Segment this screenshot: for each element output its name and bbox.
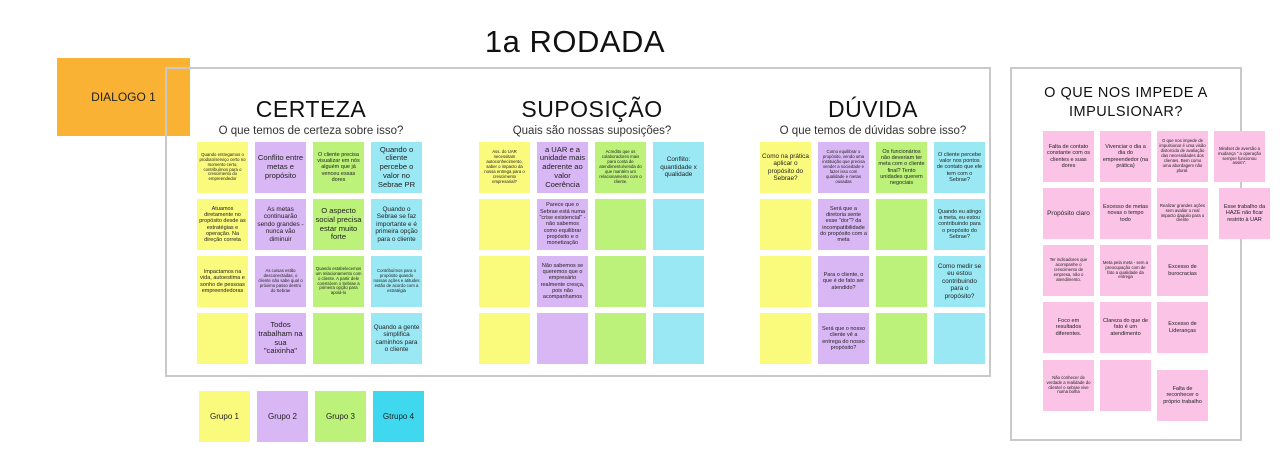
sticky-note[interactable]: Como na prática aplicar o propósito do S… xyxy=(760,142,811,193)
sticky-note-empty[interactable] xyxy=(595,256,646,307)
dialogo-label: DIALOGO 1 xyxy=(91,90,156,104)
sticky-note[interactable]: Os funcionários não deveriam ter meta co… xyxy=(876,142,927,193)
sticky-note[interactable]: O cliente percebe valor nos pontos de co… xyxy=(934,142,985,193)
sticky-note[interactable]: Conflito entre metas e propósito xyxy=(255,142,306,193)
suposicao-title: SUPOSIÇÃO xyxy=(521,96,663,122)
sticky-note[interactable]: Contribuímos para o propósito quando nos… xyxy=(371,256,422,307)
sticky-note[interactable]: Meta pela meta - sem a preocupação com d… xyxy=(1100,245,1151,296)
sticky-note[interactable]: Acredito que os colaboradores mais para … xyxy=(595,142,646,193)
sticky-note[interactable]: Todos trabalham na sua "caixinha" xyxy=(255,313,306,364)
sticky-note[interactable]: a UAR e a unidade mais aderente ao valor… xyxy=(537,142,588,193)
sticky-note[interactable]: O cliente precisa visualizar em nós algu… xyxy=(313,142,364,193)
sticky-note[interactable]: Quando entregamos o produto/serviço cert… xyxy=(197,142,248,193)
sticky-note-empty[interactable] xyxy=(653,199,704,250)
certeza-subtitle: O que temos de certeza sobre isso? xyxy=(218,125,404,137)
sticky-note-empty[interactable] xyxy=(479,313,530,364)
legend-label: Grupo 3 xyxy=(326,412,355,421)
sticky-note[interactable]: Excesso de Lideranças xyxy=(1157,302,1208,353)
sticky-note-empty[interactable] xyxy=(479,199,530,250)
dialogo-sticky[interactable]: DIALOGO 1 xyxy=(57,58,190,136)
page-title: 1a RODADA xyxy=(484,24,666,59)
sticky-note[interactable]: Não conhecer de verdade a realidade do c… xyxy=(1043,360,1094,411)
sticky-note-empty[interactable] xyxy=(760,256,811,307)
sticky-note[interactable]: Conflito: quantidade x qualidade xyxy=(653,142,704,193)
sticky-note-empty[interactable] xyxy=(876,313,927,364)
legend-grupo-3[interactable]: Grupo 3 xyxy=(315,391,366,442)
sticky-note-empty[interactable] xyxy=(760,199,811,250)
impede-title: O QUE NOS IMPEDE A IMPULSIONAR? xyxy=(1044,85,1208,120)
sticky-note[interactable]: Impactamos na vida, autoestima e sonho d… xyxy=(197,256,248,307)
sticky-note[interactable]: Quando estabelecemos um relacionamento c… xyxy=(313,256,364,307)
sticky-note[interactable]: Foco em resultados diferentes. xyxy=(1043,302,1094,353)
sticky-note[interactable]: Quando o Sebrae se faz importante e é pr… xyxy=(371,199,422,250)
sticky-note[interactable]: Quando a gente simplifica caminhos para … xyxy=(371,313,422,364)
certeza-title: CERTEZA xyxy=(255,96,367,122)
sticky-note[interactable]: Propósito claro xyxy=(1043,188,1094,239)
sticky-note[interactable]: As coisas estão desconectadas, o cliente… xyxy=(255,256,306,307)
sticky-note[interactable]: Quando o cliente percebe o valor no Sebr… xyxy=(371,142,422,193)
legend-grupo-1[interactable]: Grupo 1 xyxy=(199,391,250,442)
sticky-note-empty[interactable] xyxy=(197,313,248,364)
duvida-title: DÚVIDA xyxy=(828,96,918,122)
suposicao-subtitle: Quais são nossas suposições? xyxy=(512,125,672,137)
sticky-note[interactable]: Excesso de metas novas o tempo todo xyxy=(1100,188,1151,239)
sticky-note[interactable]: Parece que o Sebrae está numa "crise exi… xyxy=(537,199,588,250)
legend-grupo-2[interactable]: Grupo 2 xyxy=(257,391,308,442)
legend-label: Grupo 2 xyxy=(268,412,297,421)
sticky-note[interactable]: Não sabemos se queremos que o empresário… xyxy=(537,256,588,307)
sticky-note[interactable]: Quando eu atingo a meta, eu estou contri… xyxy=(934,199,985,250)
sticky-note[interactable]: O que nos impede de impulsionar é uma vi… xyxy=(1157,131,1208,182)
sticky-note-empty[interactable] xyxy=(537,313,588,364)
sticky-note[interactable]: Falta de reconhecer o próprio trabalho xyxy=(1157,370,1208,421)
sticky-note-empty[interactable] xyxy=(876,256,927,307)
sticky-note[interactable]: Excesso de burocracias xyxy=(1157,245,1208,296)
sticky-note-empty[interactable] xyxy=(653,313,704,364)
sticky-note[interactable]: Vivenciar o dia a dia do empreendedor (n… xyxy=(1100,131,1151,182)
sticky-note[interactable]: O aspecto social precisa estar muito for… xyxy=(313,199,364,250)
sticky-note[interactable]: Ass. do UAR necessitam autoconhecimento,… xyxy=(479,142,530,193)
sticky-note[interactable]: Clareza do que de fato é um atendimento xyxy=(1100,302,1151,353)
sticky-note[interactable]: Como equilibrar o propósito, vendo uma i… xyxy=(818,142,869,193)
legend-label: Grupo 1 xyxy=(210,412,239,421)
sticky-note-empty[interactable] xyxy=(1100,360,1151,411)
sticky-note[interactable]: Falta de contato constante com os client… xyxy=(1043,131,1094,182)
sticky-note[interactable]: Será que a diretoria sente esse "dor"? d… xyxy=(818,199,869,250)
sticky-note-empty[interactable] xyxy=(595,313,646,364)
sticky-note-empty[interactable] xyxy=(760,313,811,364)
sticky-note[interactable]: Será que o nosso cliente vê a entrega do… xyxy=(818,313,869,364)
sticky-note-empty[interactable] xyxy=(313,313,364,364)
sticky-note-empty[interactable] xyxy=(876,199,927,250)
sticky-note[interactable]: Para o cliente, o que é de fato ser aten… xyxy=(818,256,869,307)
legend-label: Gtrupo 4 xyxy=(382,412,415,421)
sticky-note-empty[interactable] xyxy=(653,256,704,307)
sticky-note[interactable]: Atuamos diretamente no propósito desde a… xyxy=(197,199,248,250)
main-board-frame xyxy=(165,67,991,377)
impede-board-frame xyxy=(1010,67,1242,441)
sticky-note[interactable]: Ter indicadores que acompanhe o crescime… xyxy=(1043,245,1094,296)
sticky-note[interactable]: As metas continuarão sendo grandes - nun… xyxy=(255,199,306,250)
sticky-note-empty[interactable] xyxy=(479,256,530,307)
sticky-note[interactable]: Como medir se eu estou contribuindo para… xyxy=(934,256,985,307)
sticky-note[interactable]: Mindset de aversão a mudança " a operaçã… xyxy=(1214,131,1265,182)
legend-grupo-4[interactable]: Gtrupo 4 xyxy=(373,391,424,442)
sticky-note[interactable]: Esse trabalho da HAZE não ficar restrito… xyxy=(1219,188,1270,239)
duvida-subtitle: O que temos de dúvidas sobre isso? xyxy=(779,125,967,137)
sticky-note[interactable]: Realizar grandes ações sem avaliar o rea… xyxy=(1157,188,1208,239)
sticky-note-empty[interactable] xyxy=(595,199,646,250)
sticky-note-empty[interactable] xyxy=(934,313,985,364)
